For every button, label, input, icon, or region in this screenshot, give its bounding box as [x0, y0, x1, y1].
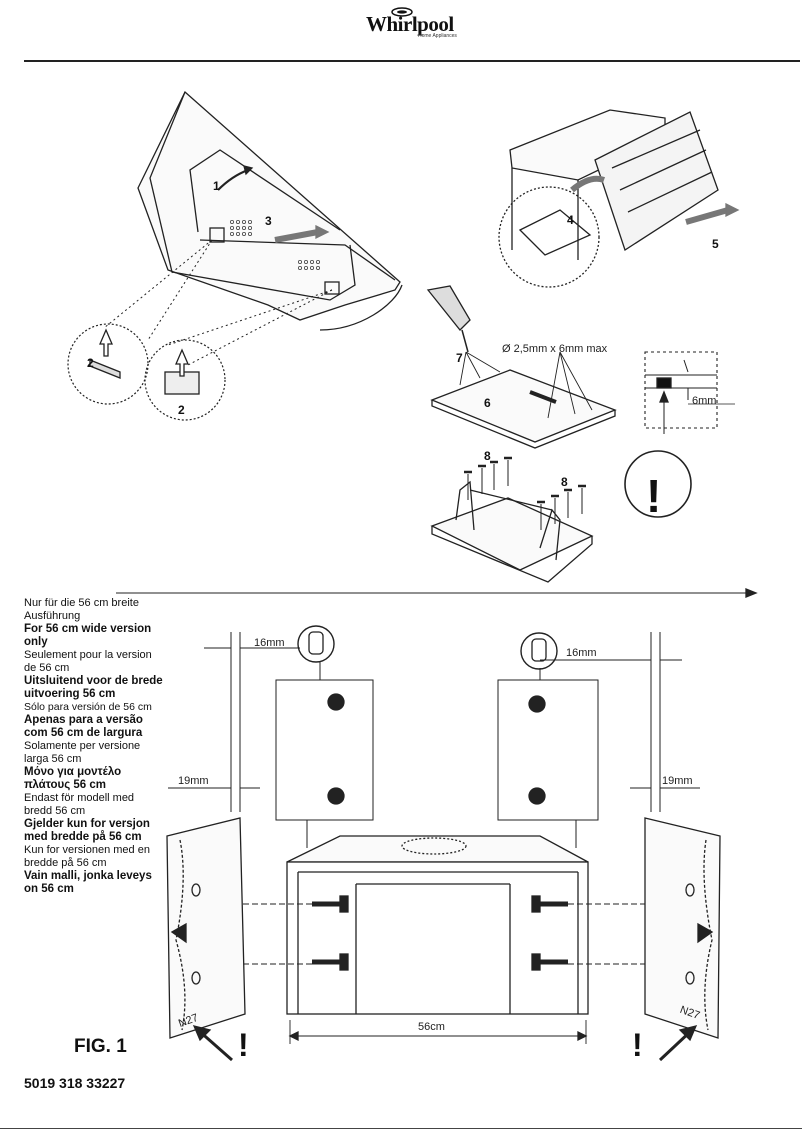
drill-illustration	[426, 285, 471, 353]
dimension-19mm-right: 19mm	[662, 775, 693, 787]
note-de: Nur für die 56 cm breite Ausführung	[24, 597, 139, 622]
warning-exclamation-left: !	[238, 1027, 249, 1063]
dimension-56cm: 56cm	[418, 1021, 445, 1033]
note-nl: Uitsluitend voor de brede uitvoering 56 …	[24, 675, 163, 700]
note-it: Solamente per versione larga 56 cm	[24, 740, 141, 765]
step-number-4: 4	[567, 213, 574, 227]
warning-circle	[624, 450, 692, 518]
hood-illustration	[137, 90, 403, 331]
hood-body-front	[286, 835, 589, 1015]
bracket-assembly-illustration	[430, 456, 594, 583]
figure-label: FIG. 1	[74, 1036, 127, 1057]
panel-6-illustration	[430, 351, 617, 449]
screws	[312, 895, 568, 971]
warning-exclamation-large: !	[646, 470, 661, 522]
dimension-16mm-left: 16mm	[254, 637, 285, 649]
step-number-5: 5	[712, 237, 719, 251]
warning-exclamation-right: !	[632, 1027, 643, 1063]
vent-holes	[229, 219, 320, 270]
note-es: Sólo para versión de 56 cm	[24, 701, 152, 713]
note-pt: Apenas para a versão com 56 cm de largur…	[24, 714, 143, 739]
footer-divider	[0, 1128, 802, 1129]
note-el: Μόνο για μοντέλο πλάτους 56 cm	[24, 766, 122, 791]
logo-tagline: Home Appliances	[418, 33, 457, 39]
dimension-16mm-right: 16mm	[566, 647, 597, 659]
note-no: Gjelder kun for versjon med bredde på 56…	[24, 818, 150, 843]
left-side-panel	[166, 817, 246, 1039]
language-notes: Nur für die 56 cm breite Ausführung For …	[24, 597, 164, 896]
note-fi: Vain malli, jonka leveys on 56 cm	[24, 870, 152, 895]
depth-label: 6mm	[692, 395, 716, 407]
whirlpool-logo	[354, 6, 450, 50]
step-number-8a: 8	[484, 449, 491, 463]
note-sv: Endast för modell med bredd 56 cm	[24, 792, 135, 817]
document-code: 5019 318 33227	[24, 1075, 126, 1091]
step-number-3: 3	[265, 214, 272, 228]
drill-spec-label: Ø 2,5mm x 6mm max	[502, 343, 608, 355]
logo-emblem-icon	[391, 7, 413, 17]
note-fr: Seulement pour la version de 56 cm	[24, 649, 152, 674]
step-number-2a: 2	[87, 356, 94, 370]
step-number-8b: 8	[561, 475, 568, 489]
step-number-2b: 2	[178, 403, 185, 417]
filter-removal-illustration	[498, 109, 740, 288]
step-number-6: 6	[484, 396, 491, 410]
depth-detail-box	[644, 351, 718, 429]
note-da: Kun for versionen med en bredde på 56 cm	[24, 844, 150, 869]
note-en: For 56 cm wide version only	[24, 623, 152, 648]
header-divider	[24, 60, 800, 62]
right-side-panel	[644, 817, 721, 1039]
logo-brand: Whirlpool	[366, 12, 454, 36]
dimension-19mm-left: 19mm	[178, 775, 209, 787]
step-number-7: 7	[456, 351, 463, 365]
step-number-1: 1	[213, 179, 220, 193]
